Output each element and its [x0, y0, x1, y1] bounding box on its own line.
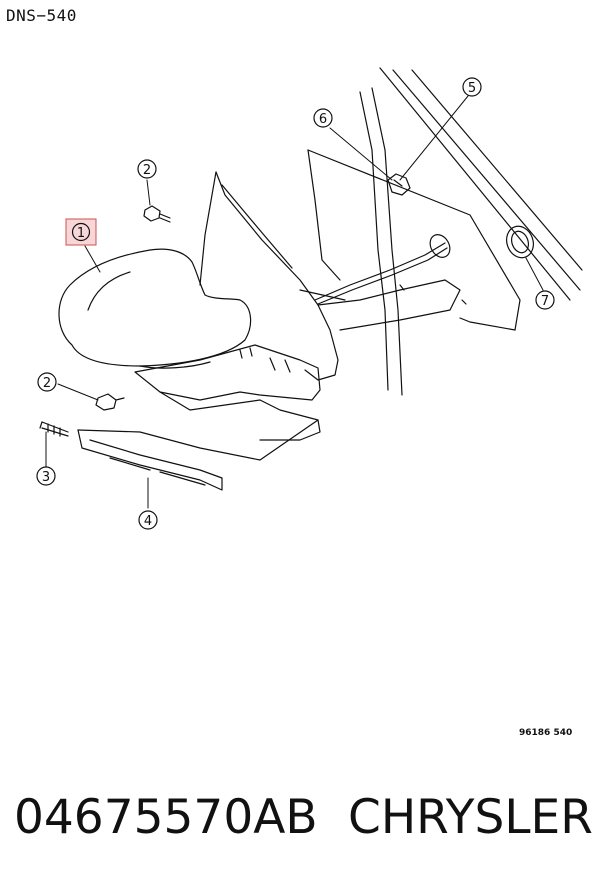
nut — [95, 393, 125, 411]
diagram-code: DNS−540 — [6, 6, 77, 25]
callout-number: 6 — [319, 112, 327, 127]
callout-2-upper: 2 — [137, 159, 157, 179]
mirror-base-bracket — [199, 171, 461, 381]
callout-6: 6 — [313, 108, 333, 128]
base-cover — [134, 344, 321, 441]
clip — [387, 173, 411, 196]
callout-number: 3 — [42, 470, 50, 485]
reference-code: 96186 540 — [519, 728, 573, 738]
callout-5: 5 — [462, 77, 482, 97]
mirror-housing — [58, 248, 252, 369]
callout-2-lower: 2 — [37, 372, 57, 392]
bolt — [143, 205, 171, 223]
footer: 04675570AB CHRYSLER — [0, 790, 600, 860]
callout-1: 1 — [65, 218, 97, 246]
lower-trim-strip — [77, 419, 319, 491]
screw — [39, 421, 69, 437]
callout-number: 7 — [541, 294, 549, 309]
callout-number: 4 — [144, 514, 152, 529]
wiring-harness — [314, 234, 467, 305]
callout-7: 7 — [535, 290, 555, 310]
leader-lines — [45, 95, 544, 509]
callout-number: 5 — [468, 81, 476, 96]
door-frame — [307, 67, 583, 396]
brand-name: CHRYSLER — [348, 790, 593, 845]
grommet — [506, 225, 534, 259]
callout-number: 2 — [43, 376, 51, 391]
callout-3: 3 — [36, 466, 56, 486]
callout-number: 2 — [143, 163, 151, 178]
part-number: 04675570AB — [14, 790, 318, 845]
callout-4: 4 — [138, 510, 158, 530]
callout-number: 1 — [77, 226, 85, 241]
